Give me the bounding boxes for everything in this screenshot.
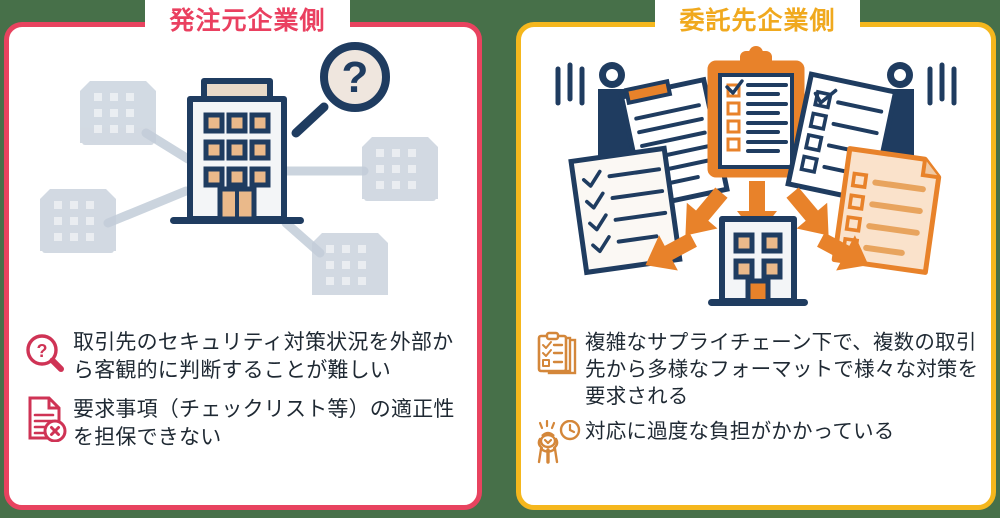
bullet-text: 取引先のセキュリティ対策状況を外部から客観的に判断することが難しい <box>73 331 454 382</box>
svg-text:?: ? <box>37 341 48 361</box>
panel-supplier-side: 複雑なサプライチェーン下で、複数の取引先から多様なフォーマットで様々な対策を要求… <box>516 22 996 510</box>
buildings-network-svg: ? <box>40 42 438 295</box>
panel-title-client: 発注元企業側 <box>145 0 350 42</box>
checkbox-document-left <box>568 145 683 276</box>
bullet-item: ? 取引先のセキュリティ対策状況を外部から客観的に判断することが難しい <box>17 327 467 384</box>
bullet-text: 複雑なサプライチェーン下で、複数の取引先から多様なフォーマットで様々な対策を要求… <box>585 331 979 409</box>
panel-title-text: 発注元企業側 <box>169 6 326 35</box>
bullet-item: 要求事項（チェックリスト等）の適正性を担保できない <box>17 390 467 451</box>
checklists-svg <box>555 46 957 306</box>
bullet-text: 要求事項（チェックリスト等）の適正性を担保できない <box>73 398 455 450</box>
overwhelmed-person-clock-icon <box>529 416 585 464</box>
illustration-buildings-network: ? <box>9 41 477 331</box>
document-error-icon <box>17 390 73 443</box>
bullet-item: 対応に過度な負担がかかっている <box>529 416 981 464</box>
illustration-checklists-to-company <box>521 41 991 331</box>
panel-title-text: 委託先企業側 <box>679 6 836 35</box>
question-magnifier-icon: ? <box>17 327 73 375</box>
bullet-item: 複雑なサプライチェーン下で、複数の取引先から多様なフォーマットで様々な対策を要求… <box>529 327 981 410</box>
stacked-checklists-icon <box>529 327 585 379</box>
panel-title-supplier: 委託先企業側 <box>655 0 860 42</box>
bullet-text: 対応に過度な負担がかかっている <box>585 420 895 444</box>
bullet-list-client: ? 取引先のセキュリティ対策状況を外部から客観的に判断することが難しい <box>9 327 477 458</box>
question-magnifier: ? <box>291 42 390 138</box>
bullet-list-supplier: 複雑なサプライチェーン下で、複数の取引先から多様なフォーマットで様々な対策を要求… <box>521 327 991 470</box>
target-building <box>708 216 808 306</box>
svg-text:?: ? <box>342 53 369 102</box>
panel-client-side: ? ? 取引先のセキュリティ対策状況を外部から客観的に判断することが難しい <box>4 22 482 510</box>
orange-clipboard <box>707 46 805 178</box>
main-building <box>170 78 304 224</box>
